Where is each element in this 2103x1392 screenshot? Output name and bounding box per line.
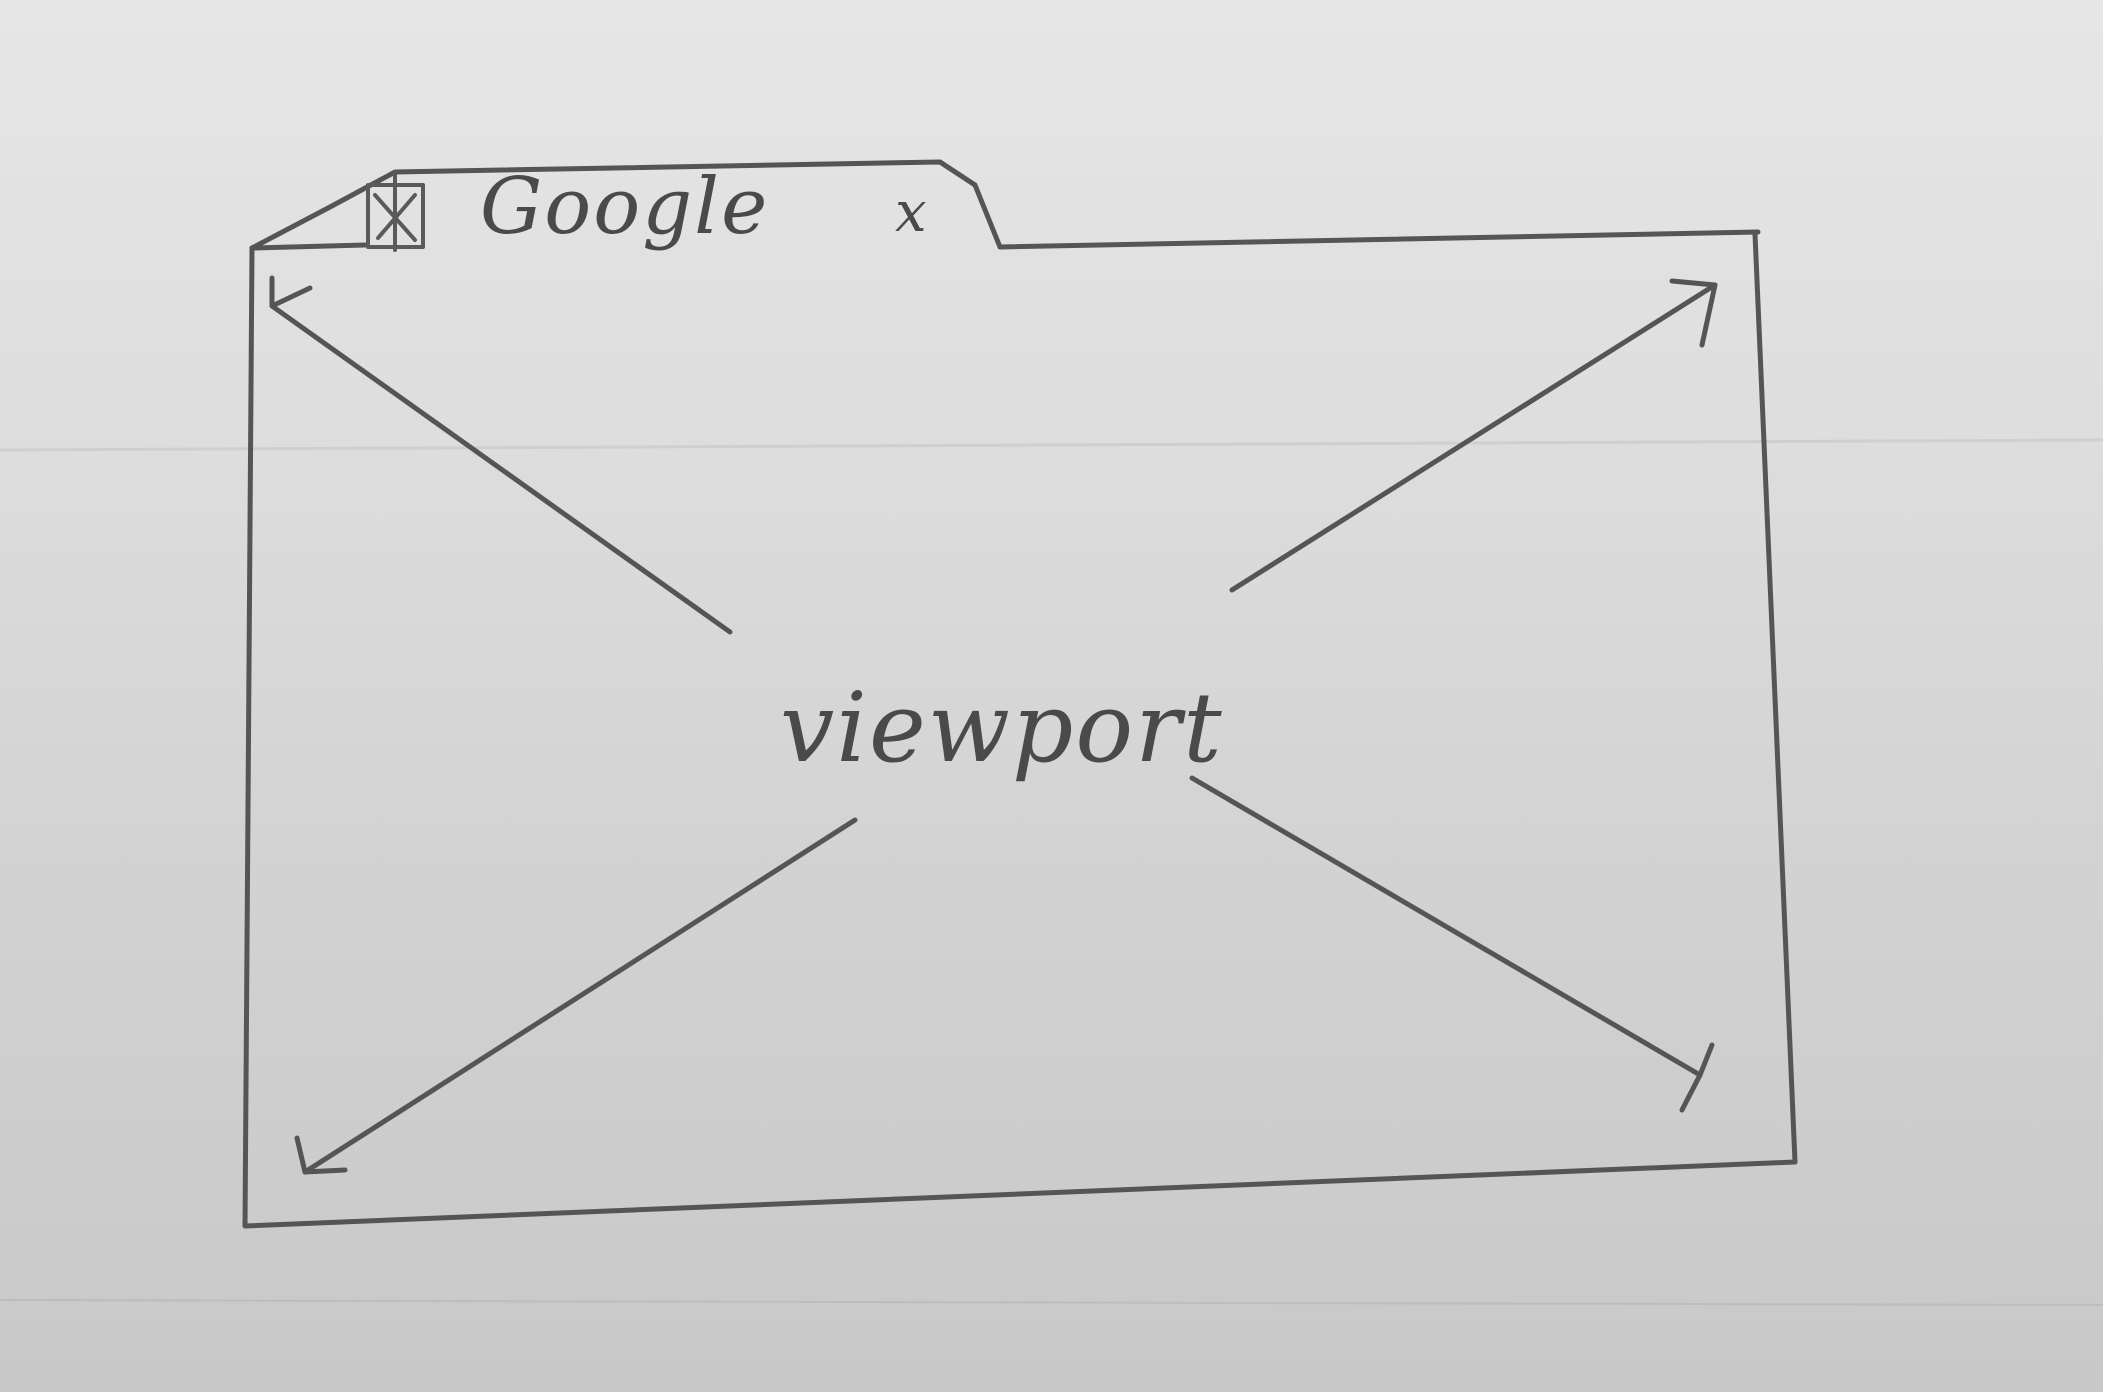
- arrow-up-right: [1229, 278, 1718, 593]
- tab-close-icon[interactable]: x: [895, 180, 927, 245]
- window-frame: [242, 229, 1798, 1229]
- viewport-label: viewport: [780, 672, 1224, 784]
- tab-title[interactable]: Google: [480, 162, 770, 252]
- arrow-up-left: [269, 275, 733, 635]
- arrow-down-right: [1189, 775, 1715, 1113]
- favicon-icon: [366, 183, 425, 249]
- arrow-down-left: [294, 817, 858, 1175]
